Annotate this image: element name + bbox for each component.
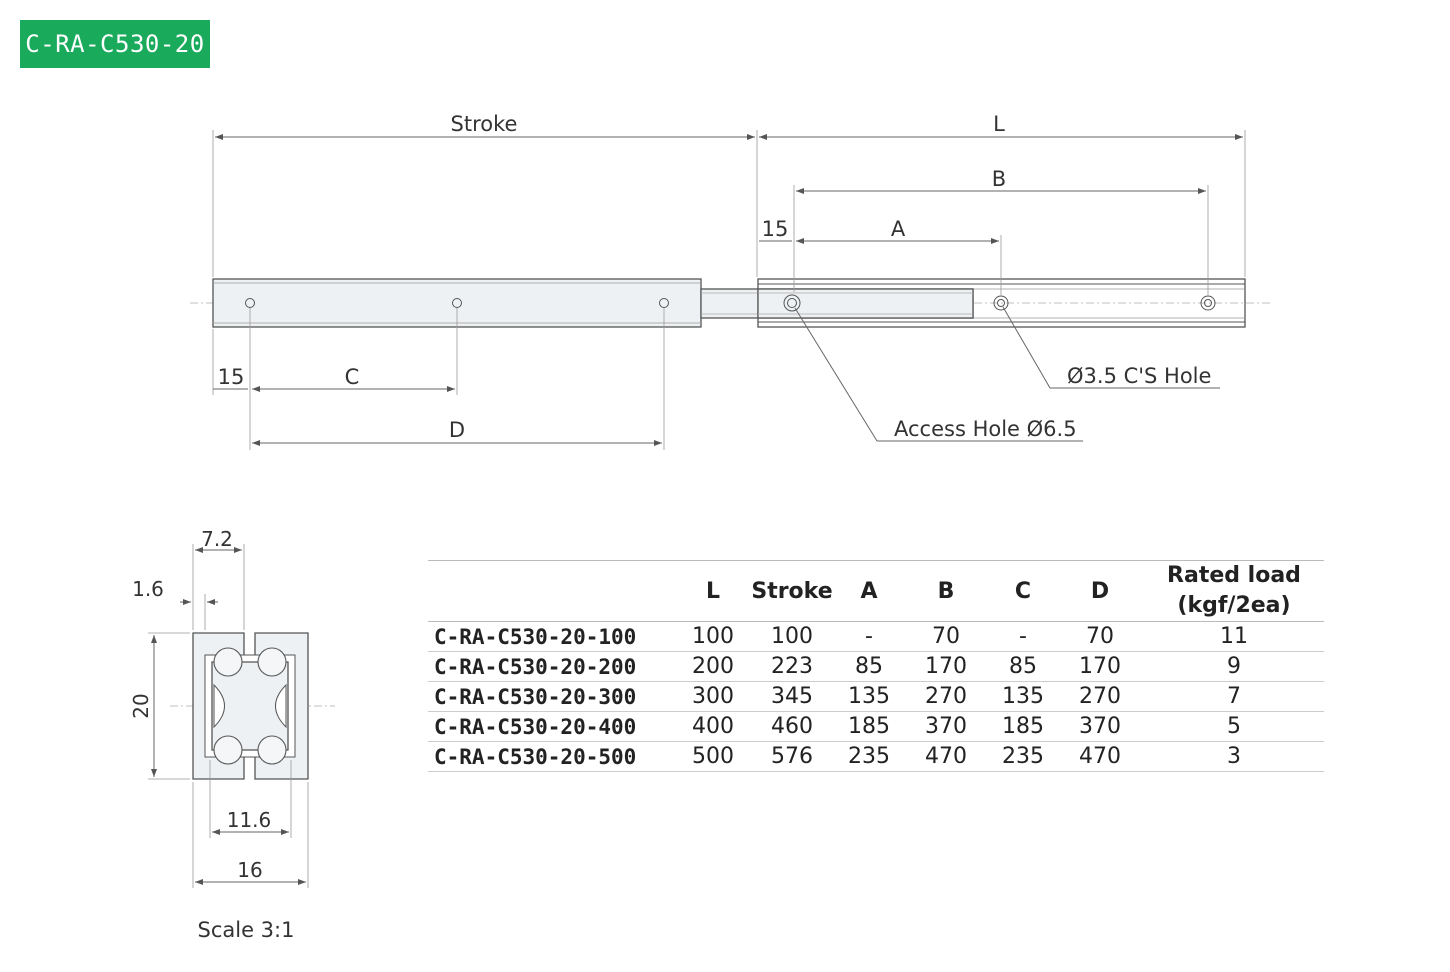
- mount-hole: [452, 298, 462, 308]
- dim-inner: 11.6: [227, 808, 272, 832]
- value-cell: 135: [836, 681, 902, 712]
- value-cell: -: [990, 621, 1056, 652]
- mount-hole: [659, 298, 669, 308]
- dim-height: 20: [129, 693, 153, 718]
- stroke-label: Stroke: [451, 112, 518, 136]
- dim-width: 16: [237, 858, 262, 882]
- dim-gap: 1.6: [132, 577, 164, 601]
- value-cell: 235: [990, 741, 1056, 772]
- access-hole-label: Access Hole Ø6.5: [894, 417, 1077, 441]
- value-cell: 7: [1144, 681, 1324, 712]
- offset-right-label: 15: [762, 217, 789, 241]
- value-cell: 11: [1144, 621, 1324, 652]
- col-b: B: [902, 560, 990, 622]
- value-cell: 100: [748, 621, 836, 652]
- a-label: A: [891, 217, 906, 241]
- value-cell: 370: [902, 711, 990, 742]
- cs-hole: [1200, 295, 1216, 311]
- value-cell: 100: [678, 621, 748, 652]
- col-rated-load: Rated load (kgf/2ea): [1144, 560, 1324, 622]
- value-cell: 500: [678, 741, 748, 772]
- value-cell: 270: [902, 681, 990, 712]
- value-cell: 185: [990, 711, 1056, 742]
- value-cell: 223: [748, 651, 836, 682]
- mount-hole: [245, 298, 255, 308]
- offset-left-label: 15: [218, 365, 245, 389]
- value-cell: 370: [1056, 711, 1144, 742]
- value-cell: -: [836, 621, 902, 652]
- table-header-row: L Stroke A B C D Rated load (kgf/2ea): [428, 560, 1324, 622]
- scale-label: Scale 3:1: [198, 918, 295, 942]
- value-cell: 85: [836, 651, 902, 682]
- value-cell: 135: [990, 681, 1056, 712]
- model-cell: C-RA-C530-20-400: [428, 711, 678, 742]
- value-cell: 470: [902, 741, 990, 772]
- value-cell: 3: [1144, 741, 1324, 772]
- value-cell: 70: [902, 621, 990, 652]
- access-hole: [783, 294, 801, 312]
- model-cell: C-RA-C530-20-500: [428, 741, 678, 772]
- cs-hole: [993, 295, 1009, 311]
- col-d: D: [1056, 560, 1144, 622]
- value-cell: 5: [1144, 711, 1324, 742]
- d-label: D: [449, 418, 465, 442]
- b-label: B: [992, 167, 1006, 191]
- col-a: A: [836, 560, 902, 622]
- value-cell: 170: [1056, 651, 1144, 682]
- model-cell: C-RA-C530-20-100: [428, 621, 678, 652]
- dim-width-top: 7.2: [201, 527, 233, 551]
- value-cell: 85: [990, 651, 1056, 682]
- value-cell: 460: [748, 711, 836, 742]
- value-cell: 345: [748, 681, 836, 712]
- col-stroke: Stroke: [748, 560, 836, 622]
- value-cell: 170: [902, 651, 990, 682]
- value-cell: 400: [678, 711, 748, 742]
- spec-table: L Stroke A B C D Rated load (kgf/2ea) C-…: [428, 560, 1324, 772]
- col-l: L: [678, 560, 748, 622]
- value-cell: 200: [678, 651, 748, 682]
- col-model: [428, 560, 678, 622]
- cross-section: [170, 632, 335, 780]
- model-cell: C-RA-C530-20-300: [428, 681, 678, 712]
- value-cell: 270: [1056, 681, 1144, 712]
- model-badge: C-RA-C530-20: [20, 20, 210, 68]
- col-c: C: [990, 560, 1056, 622]
- value-cell: 576: [748, 741, 836, 772]
- value-cell: 185: [836, 711, 902, 742]
- cs-hole-label: Ø3.5 C'S Hole: [1067, 364, 1211, 388]
- value-cell: 470: [1056, 741, 1144, 772]
- value-cell: 9: [1144, 651, 1324, 682]
- value-cell: 300: [678, 681, 748, 712]
- model-cell: C-RA-C530-20-200: [428, 651, 678, 682]
- c-label: C: [345, 365, 360, 389]
- value-cell: 235: [836, 741, 902, 772]
- length-label: L: [993, 112, 1005, 136]
- value-cell: 70: [1056, 621, 1144, 652]
